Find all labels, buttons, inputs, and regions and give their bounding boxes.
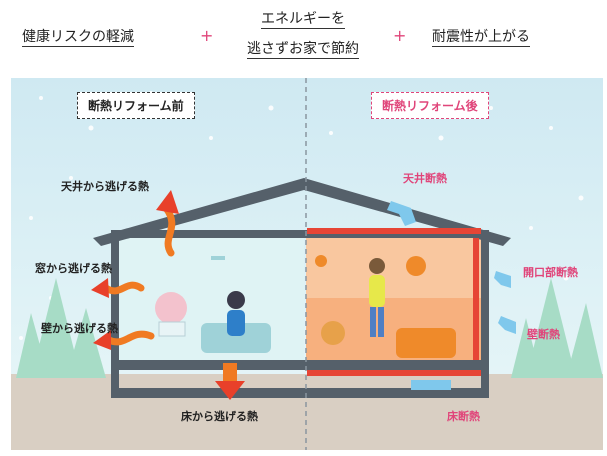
pendant-lamp	[406, 256, 426, 276]
benefits-header: 健康リスクの軽減 + エネルギーを 逃さずお家で節約 + 耐震性が上がる	[0, 0, 607, 72]
wall-insulation	[473, 238, 479, 360]
person-cold	[227, 291, 245, 309]
floor-heat-arrowhead	[215, 381, 245, 400]
label-wall-heat: 壁から逃げる熱	[41, 322, 118, 335]
floor-heat-arrow	[223, 363, 237, 383]
after-title: 断熱リフォーム後	[371, 92, 489, 119]
cold-blocked-arrows	[387, 201, 516, 390]
opening-cold-arrow	[494, 271, 511, 288]
sofa	[201, 323, 271, 353]
label-floor-insulation: 床断熱	[447, 410, 480, 423]
person-warm	[369, 258, 385, 274]
heater-glow	[155, 292, 187, 324]
label-ceiling-heat: 天井から逃げる熱	[61, 180, 149, 193]
wall-clock	[315, 255, 327, 267]
benefit-earthquake: 耐震性が上がる	[432, 29, 530, 47]
house-drawing	[11, 78, 603, 450]
label-ceiling-insulation: 天井断熱	[403, 172, 447, 185]
house-illustration: 断熱リフォーム前 断熱リフォーム後 天井から逃げる熱 窓から逃げる熱 壁から逃げ…	[11, 78, 603, 450]
sofa-after	[396, 328, 456, 358]
floor	[111, 360, 489, 370]
label-floor-heat: 床から逃げる熱	[181, 410, 258, 423]
ceiling-insulation	[307, 228, 481, 234]
heat-escape-arrows	[91, 190, 179, 350]
right-wall	[481, 230, 489, 368]
benefit-energy-saving: エネルギーを 逃さずお家で節約	[238, 8, 368, 60]
floor-insulation	[307, 370, 481, 376]
floor-cold-arrow	[411, 380, 451, 390]
benefit-health-risk: 健康リスクの軽減	[22, 29, 134, 47]
ground	[11, 374, 603, 450]
benefit-energy-line1: エネルギーを	[261, 11, 345, 29]
left-wall	[111, 230, 119, 368]
wall-cold-arrow	[498, 316, 516, 334]
trees-left	[16, 278, 106, 378]
wall-heat-arrow	[105, 330, 155, 346]
plus-sign-1: +	[200, 26, 214, 45]
window-heat-arrow	[102, 281, 145, 295]
lamp-before	[211, 256, 225, 260]
label-wall-insulation: 壁断熱	[527, 328, 560, 341]
trees-right	[511, 278, 603, 378]
ceiling-beam	[119, 230, 481, 238]
plant	[321, 321, 345, 345]
label-opening-insulation: 開口部断熱	[523, 266, 578, 279]
ceiling-heat-arrow	[162, 204, 176, 257]
ceiling-cold-arrow	[387, 201, 416, 226]
benefit-energy-line2: 逃さずお家で節約	[247, 41, 359, 59]
before-title: 断熱リフォーム前	[77, 92, 195, 119]
plus-sign-2: +	[393, 26, 407, 45]
foundation	[111, 388, 489, 398]
label-window-heat: 窓から逃げる熱	[35, 262, 112, 275]
